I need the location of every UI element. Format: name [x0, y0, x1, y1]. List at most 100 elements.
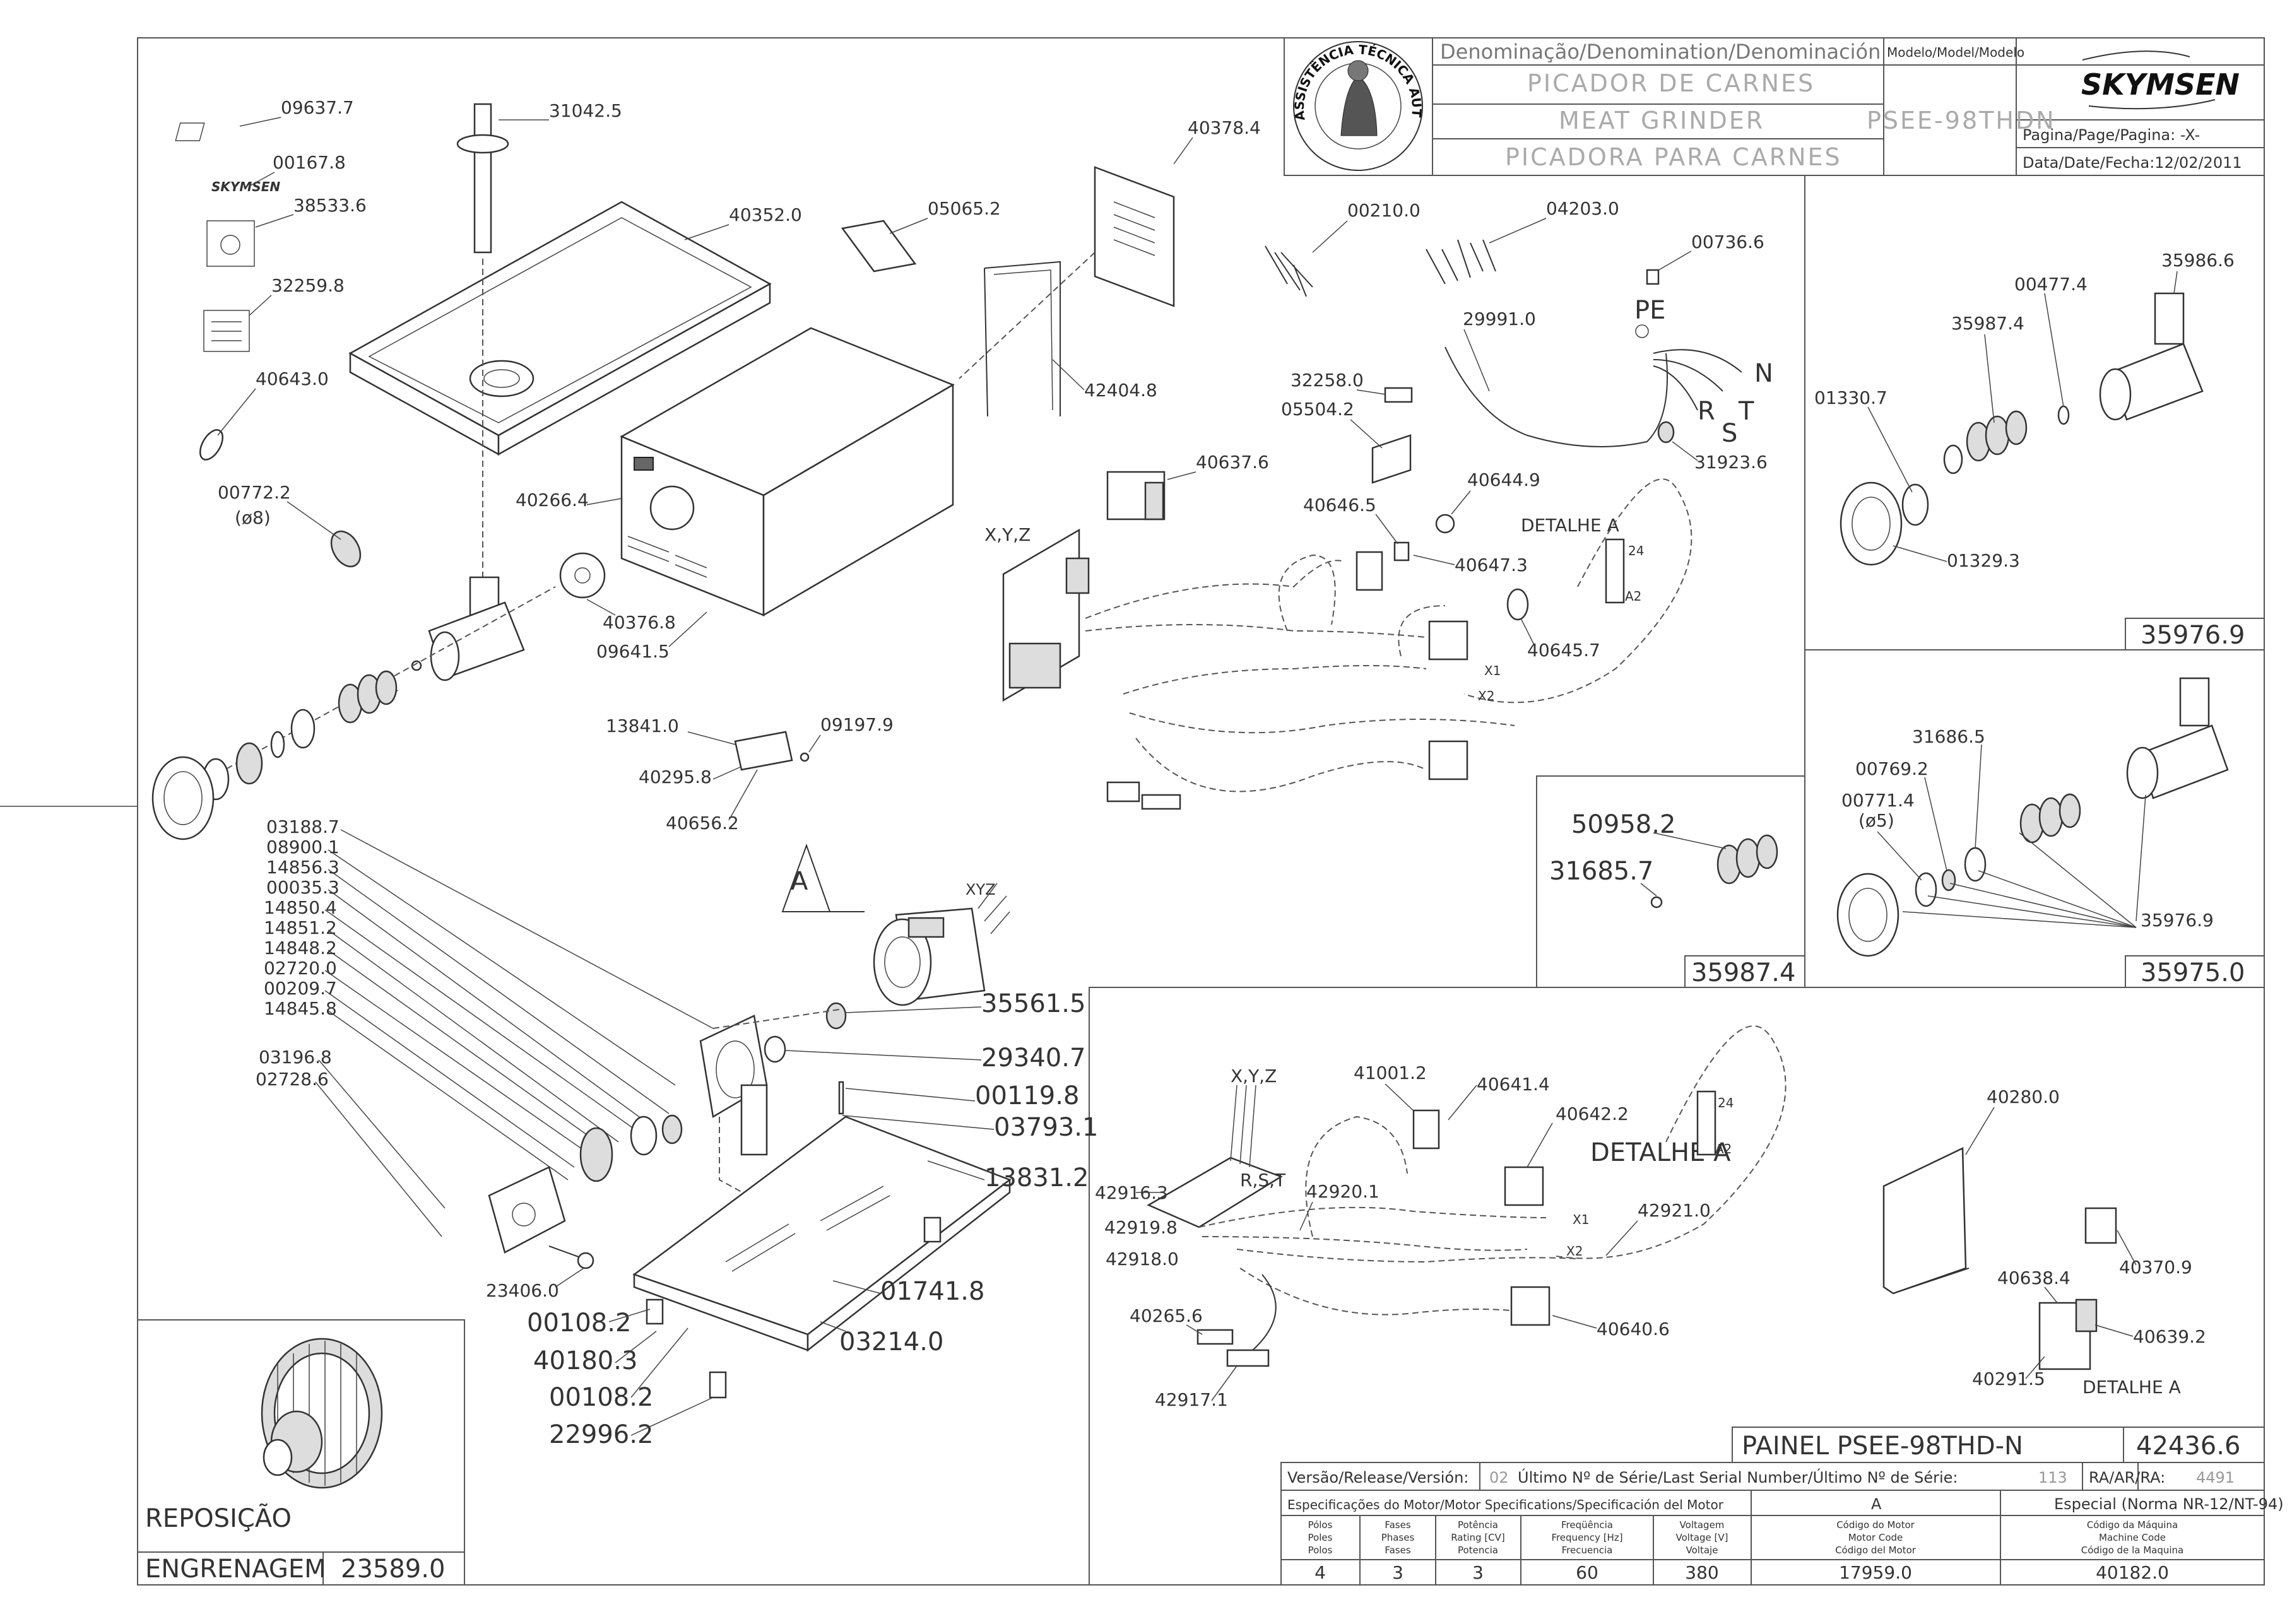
special-label: Especial (Norma NR-12/NT-94)	[2054, 1495, 2284, 1513]
version-value: 02	[1489, 1469, 1509, 1486]
terminal-label: N	[1754, 359, 1773, 388]
part-label: 40644.9	[1467, 469, 1540, 490]
svg-text:Polos: Polos	[1308, 1545, 1333, 1556]
part-label: (ø5)	[1858, 810, 1894, 831]
denomination-label: Denominação/Denomination/Denominación	[1440, 40, 1881, 64]
part-label: 23406.0	[486, 1280, 559, 1301]
svg-text:Poles: Poles	[1308, 1532, 1333, 1543]
panel-code: 42436.6	[2136, 1432, 2240, 1461]
part-label: 40639.2	[2133, 1326, 2206, 1347]
serial-value: 113	[2038, 1469, 2067, 1486]
part-label: 29991.0	[1463, 309, 1536, 329]
motor-spec-label: Especificações do Motor/Motor Specificat…	[1287, 1497, 1724, 1512]
part-label: 09641.5	[596, 641, 670, 662]
svg-text:Motor Code: Motor Code	[1848, 1532, 1903, 1543]
part-label: 08900.1	[266, 837, 340, 857]
svg-text:Código da Máquina: Código da Máquina	[2087, 1519, 2178, 1531]
part-label: 42404.8	[1084, 380, 1157, 401]
part-label: 00771.4	[1841, 790, 1915, 811]
part-label: 01741.8	[880, 1277, 984, 1306]
detail-label: 24	[1628, 543, 1644, 558]
brand-logo: SKYMSEN	[2081, 68, 2240, 102]
motor-class: A	[1871, 1495, 1882, 1513]
svg-text:Pólos: Pólos	[1308, 1519, 1333, 1531]
part-label: 40180.3	[533, 1346, 637, 1375]
svg-text:Potência: Potência	[1458, 1519, 1498, 1531]
view-label: A	[791, 867, 808, 896]
detail-label: X2	[1566, 1244, 1583, 1259]
part-label: 42918.0	[1106, 1249, 1179, 1269]
part-label: 40637.6	[1196, 452, 1269, 473]
part-label: 00209.7	[264, 978, 337, 999]
detail-label: A2	[1715, 1141, 1732, 1156]
kit-35987: 35987.4 50958.2 31685.7	[1549, 810, 1805, 988]
part-label: 13841.0	[606, 715, 679, 736]
terminal-label: PE	[1634, 296, 1665, 325]
date-label: Data/Date/Fecha:12/02/2011	[2023, 154, 2242, 172]
part-label: 02720.0	[264, 958, 337, 979]
tray-assembly: 40352.0 31042.5	[348, 100, 802, 587]
terminal-label: XYZ	[966, 881, 996, 898]
sheet-border	[137, 37, 2265, 1586]
part-label: 40295.8	[639, 767, 712, 787]
part-label: 00772.2	[218, 482, 291, 503]
part-label: 00108.2	[527, 1309, 631, 1338]
svg-text:SKYMSEN: SKYMSEN	[211, 179, 280, 194]
part-label: 03793.1	[994, 1113, 1098, 1142]
ra-value: 4491	[2196, 1469, 2235, 1486]
svg-text:4: 4	[1314, 1562, 1326, 1583]
part-label: 00736.6	[1691, 232, 1764, 252]
serial-label: Último Nº de Série/Last Serial Number/Úl…	[1518, 1468, 1958, 1486]
part-label: 31923.6	[1694, 452, 1768, 473]
page-label: Pagina/Page/Pagina: -X-	[2023, 126, 2200, 144]
part-label: 40646.5	[1303, 495, 1376, 515]
model-code: PSEE-98THDN	[1867, 107, 2056, 134]
svg-text:Voltage [V]: Voltage [V]	[1676, 1532, 1728, 1543]
kit-35975-code: 35975.0	[2141, 958, 2245, 987]
svg-text:Código del Motor: Código del Motor	[1835, 1545, 1917, 1556]
part-label: 40641.4	[1477, 1074, 1550, 1095]
svg-text:Freqüência: Freqüência	[1561, 1519, 1613, 1531]
part-label: (ø8)	[235, 507, 271, 528]
detail-label: A2	[1625, 589, 1641, 604]
part-label: 40642.2	[1556, 1103, 1629, 1124]
panel-title-block: PAINEL PSEE-98THD-N 42436.6	[1732, 1427, 2265, 1463]
part-label: 05065.2	[928, 198, 1001, 219]
part-label: 01330.7	[1814, 387, 1887, 408]
part-label: 04203.0	[1546, 198, 1619, 219]
part-label: 40370.9	[2119, 1257, 2192, 1278]
detail-label: X1	[1573, 1212, 1589, 1227]
part-label: 01329.3	[1947, 550, 2020, 571]
detail-label: X1	[1484, 663, 1501, 678]
part-label: 02728.6	[256, 1069, 329, 1090]
name-pt: PICADOR DE CARNES	[1527, 69, 1815, 97]
part-label: 40280.0	[1987, 1086, 2060, 1107]
part-label: 14856.3	[266, 857, 340, 878]
part-label: 42917.1	[1155, 1389, 1228, 1410]
part-label: 42920.1	[1306, 1181, 1379, 1202]
part-label: X,Y,Z	[1231, 1066, 1277, 1086]
part-label: 14845.8	[264, 998, 337, 1019]
part-label: 40376.8	[603, 612, 676, 633]
part-label: 42919.8	[1104, 1217, 1178, 1238]
terminal-label: S	[1722, 419, 1737, 448]
electrical-assembly: 00210.0 04203.0 00736.6 29991.0 PE N R T…	[984, 198, 1773, 810]
svg-text:Código do Motor: Código do Motor	[1836, 1519, 1915, 1531]
part-label: 40265.6	[1130, 1305, 1203, 1326]
part-label: 13831.2	[984, 1163, 1089, 1192]
svg-text:40182.0: 40182.0	[2096, 1562, 2169, 1583]
part-label: 00108.2	[549, 1383, 653, 1412]
svg-text:Código de la Maquina: Código de la Maquina	[2081, 1545, 2183, 1556]
spec-column-headers: Pólos Poles Polos Fases Phases Fases Pot…	[1308, 1519, 2184, 1556]
kit-35975: 35975.0 31686.5 00769.2 00771.4 (ø5) 359…	[1836, 677, 2265, 988]
part-label: DETALHE A	[1521, 515, 1619, 536]
replacement-label: REPOSIÇÃO	[145, 1503, 292, 1533]
title-block: Denominação/Denomination/Denominación Mo…	[0, 0, 2265, 176]
part-label: 22996.2	[549, 1420, 653, 1449]
model-label: Modelo/Model/Modelo	[1887, 45, 2024, 60]
terminal-label: R	[1698, 397, 1715, 426]
part-label: 03196.8	[259, 1047, 332, 1068]
part-label: 31042.5	[549, 100, 622, 121]
svg-text:Fases: Fases	[1385, 1519, 1410, 1531]
